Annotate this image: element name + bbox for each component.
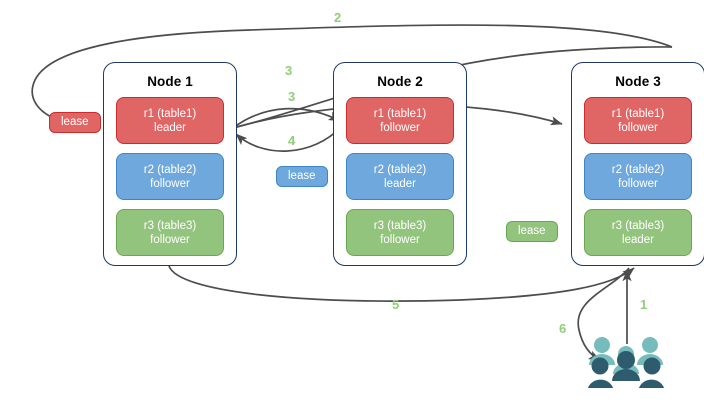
replica-r2-table2[interactable]: r2 (table2) follower [584,153,692,200]
replica-name: r1 (table1) [373,107,427,120]
edge-label-3b: 3 [288,89,296,104]
replica-name: r3 (table3) [373,219,427,232]
edge-label-1: 1 [640,297,648,312]
replica-r3-table3[interactable]: r3 (table3) follower [116,209,224,256]
replica-name: r2 (table2) [373,163,427,176]
people-group-icon [588,337,664,388]
edge-3-node1-to-node2 [232,107,341,129]
replica-role: follower [150,233,190,246]
edge-5-node1-to-node3 [168,265,635,302]
lease-chip-r3[interactable]: lease [506,221,558,242]
replica-r1-table1[interactable]: r1 (table1) leader [116,97,224,144]
replica-name: r3 (table3) [611,219,665,232]
node-card-node-2[interactable]: Node 2 r1 (table1) follower r2 (table2) … [333,62,467,266]
node-title: Node 1 [147,74,193,89]
replica-name: r1 (table1) [143,107,197,120]
replica-role: follower [618,121,658,134]
replica-list: r1 (table1) follower r2 (table2) leader … [334,97,466,256]
replica-role: follower [380,233,420,246]
replica-role: leader [154,121,186,134]
node-title: Node 3 [615,74,661,89]
replica-name: r2 (table2) [611,163,665,176]
replica-name: r3 (table3) [143,219,197,232]
replica-list: r1 (table1) follower r2 (table2) followe… [572,97,704,256]
edge-label-5: 5 [392,297,400,312]
replica-role: follower [150,177,190,190]
replica-role: leader [622,233,654,246]
replica-r3-table3[interactable]: r3 (table3) follower [346,209,454,256]
replica-r2-table2[interactable]: r2 (table2) follower [116,153,224,200]
replica-r2-table2[interactable]: r2 (table2) leader [346,153,454,200]
replica-r3-table3[interactable]: r3 (table3) leader [584,209,692,256]
edge-label-2: 2 [334,10,342,25]
replica-list: r1 (table1) leader r2 (table2) follower … [104,97,236,256]
replica-role: leader [384,177,416,190]
replica-role: follower [380,121,420,134]
replica-r1-table1[interactable]: r1 (table1) follower [584,97,692,144]
replica-name: r2 (table2) [143,163,197,176]
edge-label-4: 4 [288,133,296,148]
lease-chip-r2[interactable]: lease [276,166,328,187]
edge-label-6: 6 [559,321,567,336]
node-card-node-3[interactable]: Node 3 r1 (table1) follower r2 (table2) … [571,62,704,266]
lease-chip-r1[interactable]: lease [49,112,101,133]
node-title: Node 2 [377,74,423,89]
replica-role: follower [618,177,658,190]
edge-label-3a: 3 [285,63,293,78]
node-card-node-1[interactable]: Node 1 r1 (table1) leader r2 (table2) fo… [103,62,237,266]
replica-name: r1 (table1) [611,107,665,120]
replica-r1-table1[interactable]: r1 (table1) follower [346,97,454,144]
